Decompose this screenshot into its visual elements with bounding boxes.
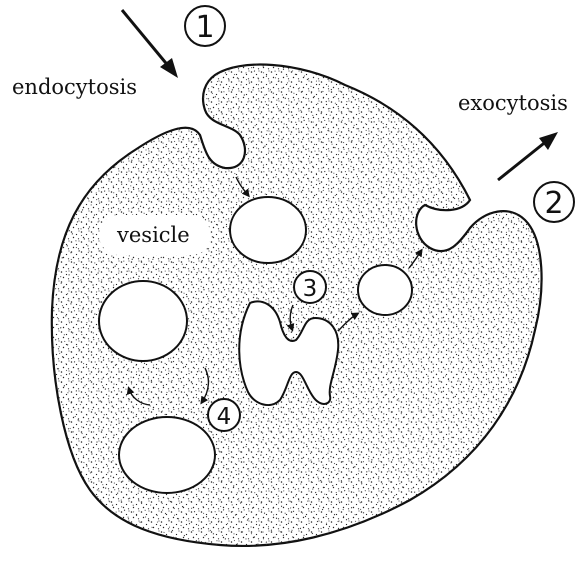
exocytosis-arrow-icon [498,132,558,180]
marker-1: 1 [185,6,225,46]
exocytosis-label: exocytosis [458,91,568,115]
marker-2-label: 2 [544,186,563,221]
vesicle-top [230,197,306,263]
vesicle-left [99,281,187,361]
endocytosis-label: endocytosis [12,75,137,99]
marker-4-label: 4 [217,404,232,430]
marker-4: 4 [208,399,240,431]
endocytosis-arrow-icon [122,10,178,78]
vesicle-right [358,265,412,315]
marker-3: 3 [294,271,326,303]
vesicle-label: vesicle [116,223,190,247]
marker-2: 2 [534,182,574,222]
vesicle-bottom-left [119,417,215,493]
marker-1-label: 1 [195,10,214,45]
marker-3-label: 3 [303,276,318,302]
